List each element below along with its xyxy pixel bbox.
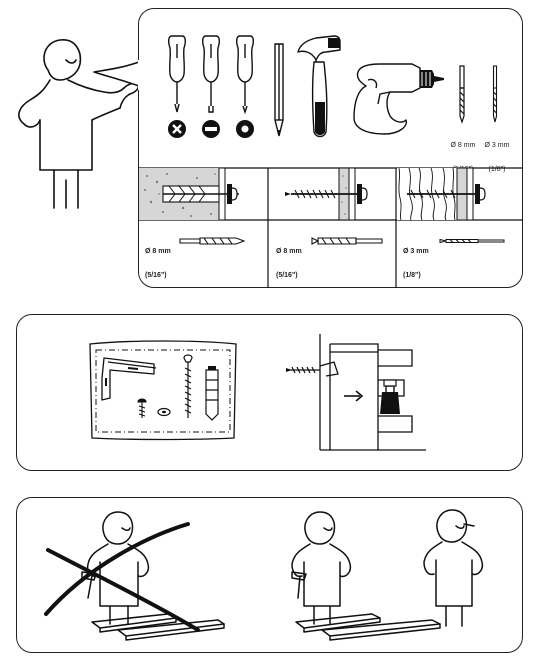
flat-screwdriver-icon [201, 35, 221, 138]
concrete-wall-plug-illustration [139, 167, 239, 221]
drill-bit-8mm-icon [459, 65, 465, 124]
hammer-icon [297, 35, 341, 138]
power-drill-icon [353, 63, 444, 135]
pencil-icon [274, 43, 284, 137]
tools-panel [138, 8, 523, 288]
hex-screwdriver-icon [235, 35, 255, 138]
drill-bit-3mm-icon [492, 65, 498, 123]
drywall-anchor-illustration [285, 167, 368, 221]
wall-type-3-drill-bit-icon [439, 238, 505, 244]
wall-type-2-bit-label: Ø 8 mm (5/16") [276, 248, 302, 279]
wall-type-1-bit-label: Ø 8 mm (5/16") [145, 248, 171, 279]
drill-bit-3mm-label: Ø 3 mm (1/8") [484, 142, 510, 173]
wall-cabinet-anchor-illustration [286, 334, 426, 451]
wall-type-2-drill-bit-icon [311, 237, 383, 245]
hardware-panel [16, 314, 523, 471]
wall-type-1-drill-bit-icon [179, 237, 246, 245]
hardware-bag-illustration [89, 340, 237, 441]
phillips-screwdriver-icon [167, 35, 187, 138]
wood-wall-screw-illustration [397, 167, 486, 221]
two-person-assembly-illustration [291, 509, 484, 641]
single-person-assembly-crossed-out-illustration [44, 511, 225, 641]
ikea-man-pointing-illustration [18, 39, 140, 209]
wall-type-3-bit-label: Ø 3 mm (1/8") [403, 248, 429, 279]
speech-bubble-tail [93, 60, 144, 90]
